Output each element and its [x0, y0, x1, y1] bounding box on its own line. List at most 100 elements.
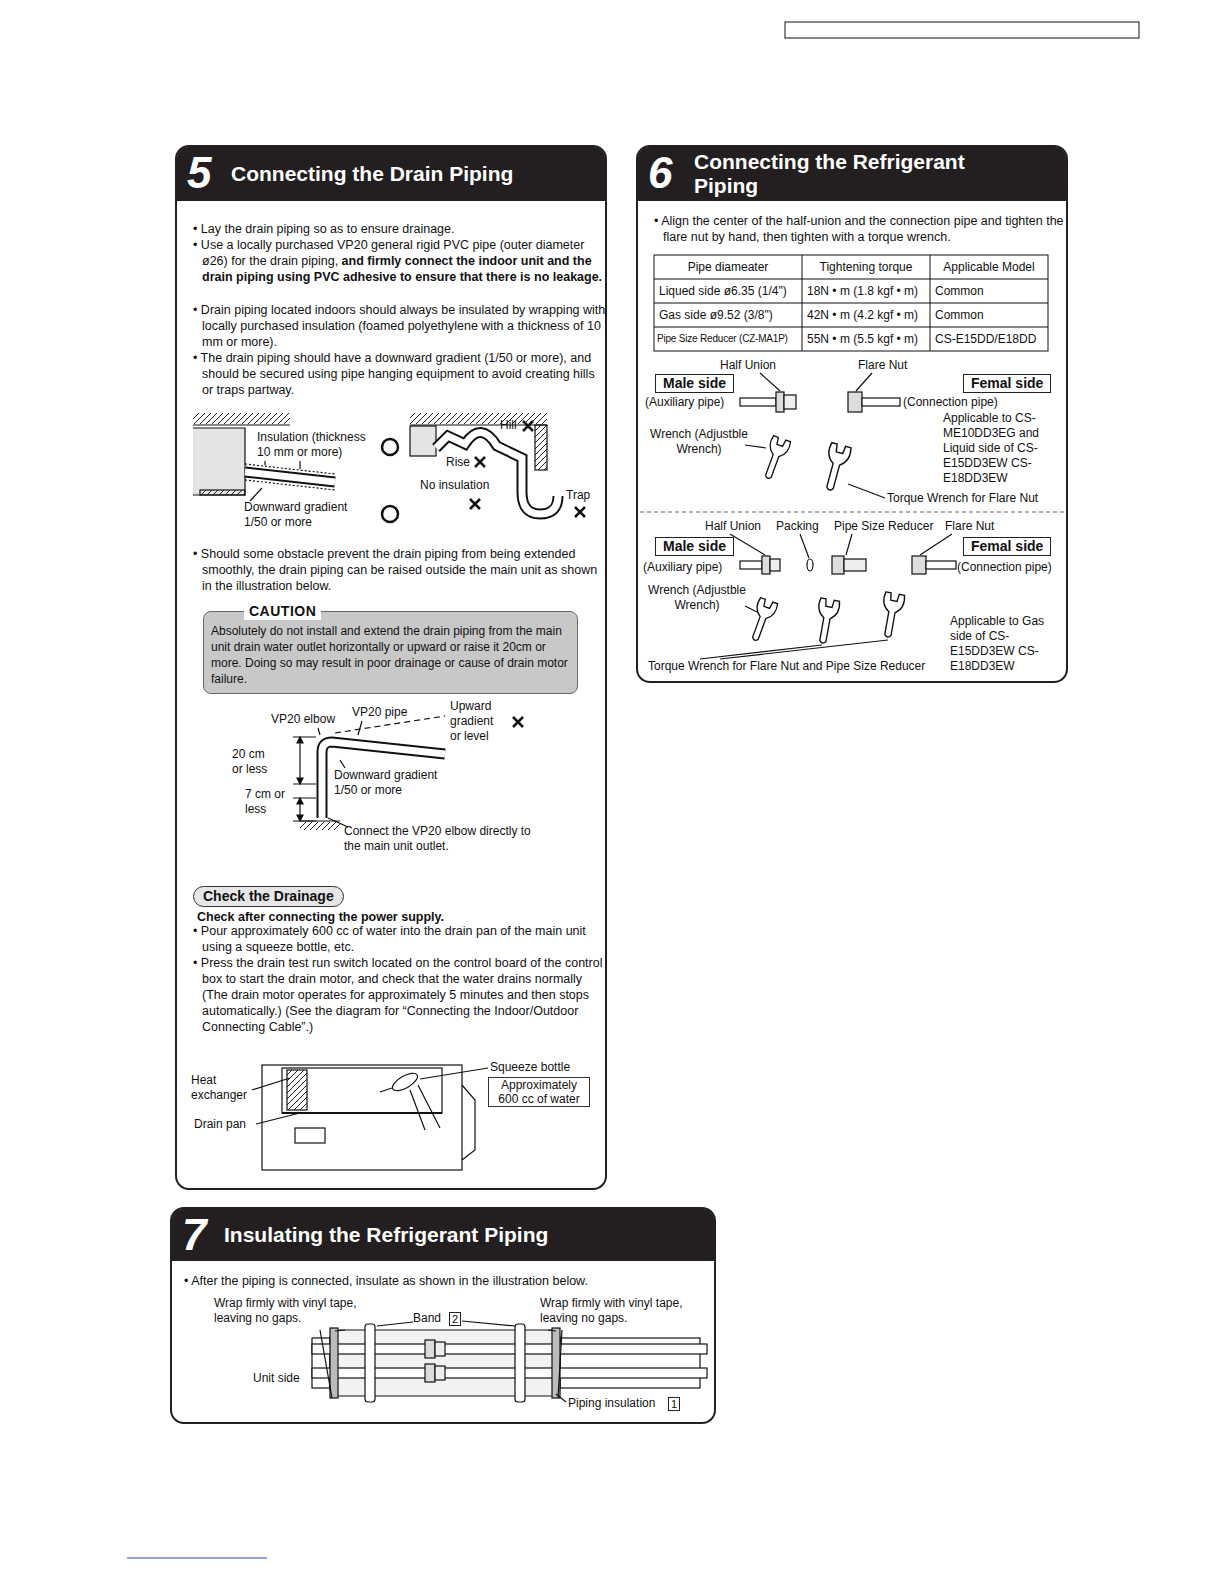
box-text: Absolutely do not install and extend the… [211, 623, 570, 687]
label-text: Gas side ø9.52 (3/8") [659, 308, 773, 322]
reducer-figure-part [844, 559, 866, 571]
label-text: No insulation [420, 478, 489, 492]
text-block: Squeeze bottle [490, 1060, 570, 1075]
text-block: Wrench (Adjustble Wrench) [640, 427, 758, 457]
label-text: • Should some obstacle prevent the drain… [193, 547, 597, 593]
text-block: 55N • m (5.5 kgf • m) [807, 332, 918, 346]
text-block: Half Union [705, 519, 761, 534]
text-block: Torque Wrench for Flare Nut [887, 491, 1038, 506]
flare-figure-part [640, 511, 1064, 512]
flare-figure [640, 373, 1064, 512]
text-block: • After the piping is connected, insulat… [184, 1273, 588, 1289]
drain-figure-wrong-part [410, 413, 547, 424]
section-number: 7 [182, 1210, 206, 1260]
drain-figure-correct-part [245, 472, 335, 482]
page-header-box [785, 22, 1139, 38]
reducer-figure-part [912, 556, 926, 574]
label-text: • Align the center of the half-union and… [654, 214, 1064, 244]
reducer-figure-part [770, 559, 780, 571]
section-number: 6 [648, 148, 672, 198]
flare-figure-part [784, 395, 796, 409]
elbow-figure-part [513, 717, 523, 727]
text-block: Liqued side ø6.35 (1/4") [659, 284, 787, 298]
drain-figure-correct-part [245, 472, 335, 482]
label-text: • Lay the drain piping so as to ensure d… [193, 222, 455, 236]
label-text: Wrap firmly with vinyl tape, leaving no … [214, 1296, 356, 1325]
box-text: Approximately 600 cc of water [492, 1078, 586, 1106]
text-block: Applicable to Gas side of CS-E15DD3EW CS… [950, 614, 1050, 674]
text-block: 7 cm or less [245, 787, 287, 817]
label-text: Applicable to Gas side of CS-E15DD3EW CS… [950, 614, 1044, 673]
text-block: CS-E15DD/E18DD [935, 332, 1036, 346]
insulation-figure-part [435, 1342, 445, 1356]
label-text: Pipe Size Reducer (CZ-MA1P) [657, 333, 788, 344]
text-block: Flare Nut [858, 358, 907, 373]
reducer-figure-part [926, 561, 956, 569]
section-title: Connecting the Refrigerant Piping [694, 150, 1004, 198]
footer-rule-part [127, 1557, 267, 1558]
drain-figure-wrong [410, 413, 585, 517]
flare-figure-part [862, 398, 900, 406]
label-text: • The drain piping should have a downwar… [193, 351, 595, 397]
text-block: Wrap firmly with vinyl tape, leaving no … [540, 1296, 705, 1326]
box-text: 2 [452, 1313, 458, 1325]
text-block: Heat exchanger [191, 1073, 251, 1103]
footer-rule [127, 1557, 267, 1558]
text-block: Piping insulation [568, 1396, 655, 1411]
label-text: Upward gradient or level [450, 699, 493, 743]
label-text: CS-E15DD/E18DD [935, 332, 1036, 346]
label-text: Wrap firmly with vinyl tape, leaving no … [540, 1296, 682, 1325]
label-text: Wrench (Adjustble Wrench) [648, 583, 746, 612]
box-text: Male side [663, 538, 726, 555]
elbow-figure-part [300, 822, 340, 830]
text-block: Pipe Size Reducer (CZ-MA1P) [657, 333, 788, 345]
label-text: Flare Nut [858, 358, 907, 372]
text-block: Flare Nut [945, 519, 994, 534]
section-number: 5 [187, 148, 211, 198]
label-text: Liqued side ø6.35 (1/4") [659, 284, 787, 298]
label-text: Insulation (thickness 10 mm or more) [257, 430, 366, 459]
insulation-figure-part [515, 1324, 525, 1402]
text-block: Applicable Model [935, 260, 1043, 274]
insulation-figure [312, 1321, 707, 1402]
label-text: 7 cm or less [245, 787, 285, 816]
label-text: Common [935, 284, 984, 298]
box-text: Male side [663, 375, 726, 392]
drain-pan-figure-part [262, 1065, 462, 1170]
label-text: (Auxiliary pipe) [645, 395, 724, 409]
caution-box: CAUTIONAbsolutely do not install and ext… [203, 611, 578, 694]
flare-figure-part [819, 442, 852, 492]
text-block: VP20 elbow [271, 712, 335, 727]
drain-figure-correct-part [245, 464, 335, 490]
drain-figure-correct-part [200, 490, 245, 495]
drain-figure-correct-part [193, 413, 290, 424]
label-text: Piping insulation [568, 1396, 655, 1410]
label-text: Unit side [253, 1371, 300, 1385]
label-text: Torque Wrench for Flare Nut and Pipe Siz… [648, 659, 925, 673]
label-text: VP20 pipe [352, 705, 407, 719]
text-block: Gas side ø9.52 (3/8") [659, 308, 773, 322]
flare-figure-part [745, 373, 885, 498]
text-block: Connect the VP20 elbow directly to the m… [344, 824, 549, 854]
drain-figure-wrong-part-part [523, 421, 533, 431]
label-text: Trap [566, 488, 590, 502]
drain-pan-figure [252, 1065, 488, 1170]
label-text: Check after connecting the power supply. [197, 910, 444, 924]
text-block: • Use a locally purchased VP20 general r… [193, 237, 607, 285]
label-text: Packing [776, 519, 819, 533]
flare-figure-part [848, 392, 862, 412]
label-text: • Pour approximately 600 cc of water int… [193, 924, 586, 954]
reducer-figure-part [746, 597, 779, 643]
text-block: Common [935, 308, 984, 322]
label-text: Half Union [705, 519, 761, 533]
side-box: Male side [655, 537, 734, 556]
insulation-figure-part [425, 1340, 435, 1358]
label-text: Hill [500, 418, 517, 432]
side-box: Femal side [963, 537, 1051, 556]
elbow-figure-part [297, 737, 303, 821]
flare-figure-part [759, 435, 792, 481]
subheading-box: Check the Drainage [193, 886, 344, 907]
text-block: • Should some obstacle prevent the drain… [193, 546, 607, 594]
label-text: Flare Nut [945, 519, 994, 533]
